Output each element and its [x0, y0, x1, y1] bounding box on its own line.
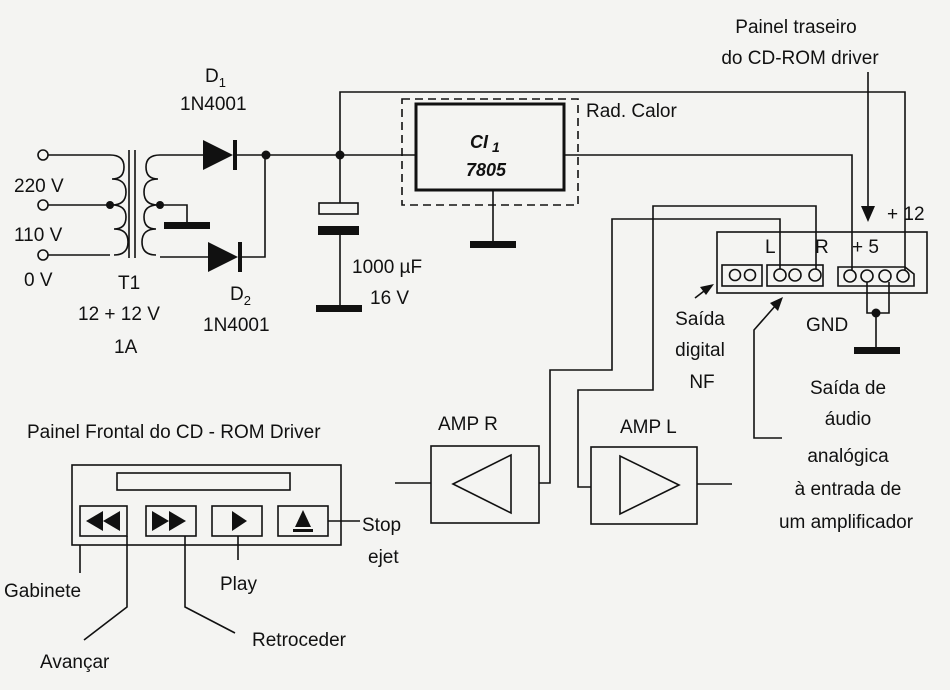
label-heatsink: Rad. Calor [586, 101, 677, 122]
diode-d1 [160, 140, 340, 170]
label-110v: 110 V [14, 225, 63, 246]
wire-L [539, 218, 781, 484]
label-ic-part: 7805 [466, 160, 507, 180]
regulator-7805 [401, 98, 853, 270]
label-amp-l: AMP L [620, 417, 677, 438]
rear-panel-arrow [861, 72, 875, 222]
rewind-icon [86, 511, 120, 531]
capacitor [316, 91, 906, 312]
label-cap-value: 1000 µF [352, 257, 422, 278]
rear-connector [716, 231, 928, 354]
rear-panel-title-2: do CD-ROM driver [721, 48, 879, 69]
transformer-t1 [106, 150, 210, 258]
label-play: Play [220, 574, 257, 595]
play-icon [232, 511, 247, 531]
analog-out-arrow [753, 297, 783, 439]
amp-r [395, 445, 540, 524]
label-d1: D1 [205, 66, 226, 90]
front-panel-title: Painel Frontal do CD - ROM Driver [27, 422, 321, 443]
label-0v: 0 V [24, 270, 53, 291]
label-cap-voltage: 16 V [370, 288, 409, 309]
label-plus5: + 5 [852, 237, 879, 258]
diode-d2 [160, 150, 271, 272]
label-analog-out-5: um amplificador [779, 512, 914, 533]
label-transformer-rating: 12 + 12 V [78, 304, 160, 325]
rewind-button[interactable] [79, 505, 128, 537]
label-t1: T1 [118, 273, 140, 294]
fast-forward-button[interactable] [145, 505, 197, 537]
label-L: L [765, 237, 776, 258]
label-digital-out-1: Saída [675, 309, 725, 330]
front-panel-leaders [79, 520, 360, 641]
label-d1-part: 1N4001 [180, 94, 247, 115]
wire-R [577, 205, 817, 488]
label-R: R [815, 237, 829, 258]
label-d2: D2 [230, 284, 251, 308]
label-analog-out-3: analógica [807, 446, 889, 467]
label-analog-out-1: Saída de [810, 378, 886, 399]
eject-button[interactable] [277, 505, 329, 537]
eject-icon [293, 510, 313, 532]
label-d2-part: 1N4001 [203, 315, 270, 336]
front-panel [71, 464, 342, 546]
rear-panel-title-1: Painel traseiro [735, 17, 856, 38]
play-button[interactable] [211, 505, 263, 537]
label-stop: Stop [362, 515, 401, 536]
label-digital-out-2: digital [675, 340, 725, 361]
label-ejet: ejet [368, 547, 399, 568]
label-gnd: GND [806, 315, 848, 336]
label-digital-out-3: NF [689, 372, 714, 393]
label-220v: 220 V [14, 176, 64, 197]
label-plus12: + 12 [887, 204, 925, 225]
input-terminals [37, 149, 110, 261]
label-analog-out-4: à entrada de [795, 479, 902, 500]
label-transformer-current: 1A [114, 337, 138, 358]
label-gabinete: Gabinete [4, 581, 81, 602]
digital-out-arrow [694, 284, 714, 299]
label-analog-out-2: áudio [825, 409, 872, 430]
label-amp-r: AMP R [438, 414, 498, 435]
label-avancar: Avançar [40, 652, 110, 673]
fast-forward-icon [152, 511, 186, 531]
label-retroceder: Retroceder [252, 630, 347, 651]
amp-l [590, 446, 732, 525]
